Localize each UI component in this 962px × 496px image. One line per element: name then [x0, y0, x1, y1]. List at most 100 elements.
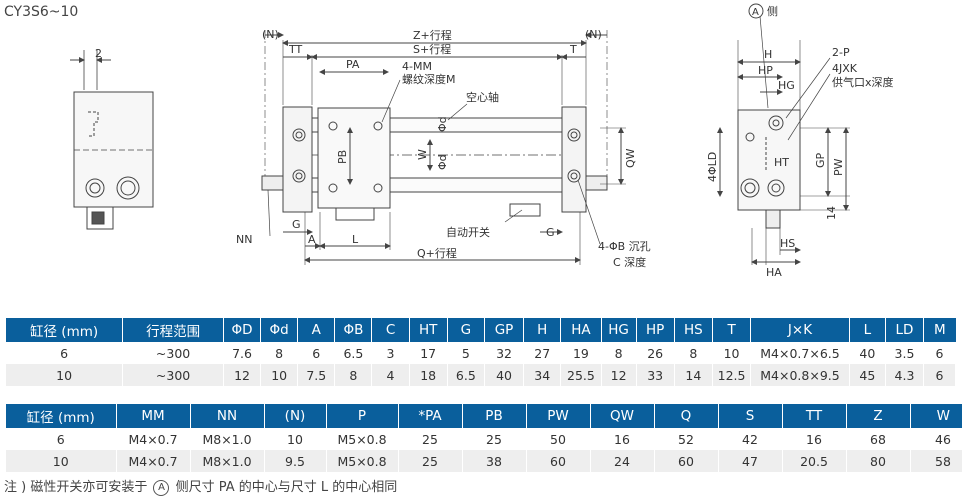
table-cell: 33 [636, 364, 675, 386]
a-side-circle-text: A [158, 481, 165, 493]
technical-drawing: 2 [70, 3, 894, 279]
table-cell: 16 [590, 428, 655, 450]
table-2-header: MM [116, 404, 191, 428]
g-right-label: G [546, 226, 555, 239]
table-cell: 14 [674, 364, 713, 386]
left-end-view [70, 50, 154, 230]
bore-depth-callout: C 深度 [613, 255, 646, 269]
phid-label: Φd [436, 116, 449, 132]
n-right-label: (N) [585, 28, 602, 41]
pa-label: PA [346, 58, 360, 71]
n-left-label: (N) [262, 28, 279, 41]
table-1-header: HA [560, 318, 602, 342]
table-1-header: H [523, 318, 562, 342]
table-cell: 6 [297, 342, 336, 364]
table-cell: 38 [462, 450, 527, 472]
a-side-circle-marker: A [153, 479, 170, 496]
table-cell: M8×1.0 [190, 428, 265, 450]
table-cell: 27 [523, 342, 562, 364]
table-1-header: HS [674, 318, 713, 342]
table-row: 6 ~300 7.6 8 6 6.5 3 17 5 32 27 19 8 26 … [6, 342, 956, 364]
gp-label: GP [814, 152, 827, 168]
g-left-label: G [292, 218, 301, 231]
table-2-header: PB [462, 404, 527, 428]
table-cell: 6.5 [447, 364, 485, 386]
table-1-header: J×K [750, 318, 850, 342]
table-cell: 25 [398, 428, 463, 450]
table-cell: 18 [409, 364, 448, 386]
table-cell: 17 [409, 342, 448, 364]
table-1-header: ΦB [334, 318, 373, 342]
table-cell: 5 [447, 342, 485, 364]
qw-label: QW [624, 148, 637, 168]
table-cell: 47 [718, 450, 783, 472]
pw-label: PW [832, 158, 845, 176]
p2-label: 2-P [832, 46, 850, 59]
table-1-header: T [712, 318, 752, 342]
table-2-header: W [910, 404, 962, 428]
table-cell: 25.5 [560, 364, 602, 386]
table-cell: 12 [223, 364, 262, 386]
table-row: 6 M4×0.7 M8×1.0 10 M5×0.8 25 25 50 16 52… [6, 428, 962, 450]
table-cell: 12.5 [712, 364, 752, 386]
hs-label: HS [780, 237, 795, 250]
table-2-header: S [718, 404, 783, 428]
table-1-header: HP [636, 318, 675, 342]
table-cell: 10 [6, 450, 117, 472]
left-dim-label: 2 [95, 47, 102, 60]
table-cell: 25 [398, 450, 463, 472]
table-2-header: (N) [264, 404, 327, 428]
spec-table-1: 缸径 (mm) 行程范围 ΦD Φd A ΦB C HT G GP H HA H… [6, 318, 956, 386]
table-2-header: TT [782, 404, 847, 428]
shaft-callout: 空心轴 [466, 90, 499, 104]
table-row: 10 ~300 12 10 7.5 8 4 18 6.5 40 34 25.5 … [6, 364, 956, 386]
a-side-suffix: 侧 [767, 5, 778, 18]
table-cell: 19 [560, 342, 602, 364]
table-cell: ~300 [122, 342, 224, 364]
table-1-header-row: 缸径 (mm) 行程范围 ΦD Φd A ΦB C HT G GP H HA H… [6, 318, 956, 342]
table-cell: 10 [6, 364, 124, 386]
table-cell: 8 [334, 364, 373, 386]
table-cell: 6.5 [334, 342, 373, 364]
table-cell: 26 [636, 342, 675, 364]
table-row: 10 M4×0.7 M8×1.0 9.5 M5×0.8 25 38 60 24 … [6, 450, 962, 472]
table-cell: 12 [601, 364, 637, 386]
table-cell: 24 [590, 450, 655, 472]
tt-label: TT [288, 43, 303, 56]
table-1-header: A [297, 318, 336, 342]
table-cell: 8 [260, 342, 299, 364]
table-cell: 58 [910, 450, 962, 472]
table-cell: 3.5 [885, 342, 925, 364]
table-cell: 8 [601, 342, 637, 364]
table-cell: 40 [484, 364, 525, 386]
table-1-header: LD [885, 318, 925, 342]
table-cell: 10 [712, 342, 752, 364]
table-2-header: PW [526, 404, 591, 428]
table-cell: 60 [526, 450, 591, 472]
table-cell: 10 [260, 364, 299, 386]
phid-label-2: Φd [436, 154, 449, 170]
table-2-header: QW [590, 404, 655, 428]
table-cell: M4×0.7 [116, 450, 191, 472]
table-cell: 7.6 [223, 342, 262, 364]
model-title: CY3S6~10 [4, 4, 79, 20]
table-2-header-row: 缸径 (mm) MM NN (N) P *PA PB PW QW Q S TT … [6, 404, 962, 428]
spec-table-2: 缸径 (mm) MM NN (N) P *PA PB PW QW Q S TT … [6, 404, 962, 472]
side-view [717, 3, 850, 265]
hp-label: HP [758, 64, 773, 77]
table-cell: 60 [654, 450, 719, 472]
table-cell: 4.3 [885, 364, 925, 386]
hg-label: HG [778, 79, 795, 92]
table-cell: M4×0.7 [116, 428, 191, 450]
ht-label: HT [774, 156, 789, 169]
table-cell: 80 [846, 450, 911, 472]
jxk-label: 4JXK [832, 62, 858, 75]
table-cell: ~300 [122, 364, 224, 386]
table-cell: 20.5 [782, 450, 847, 472]
a-label: A [308, 233, 316, 246]
table-cell: 9.5 [264, 450, 327, 472]
table-1-header: Φd [260, 318, 299, 342]
table-cell: 34 [523, 364, 562, 386]
table-1-header: L [849, 318, 886, 342]
table-1-header: 缸径 (mm) [6, 318, 124, 342]
